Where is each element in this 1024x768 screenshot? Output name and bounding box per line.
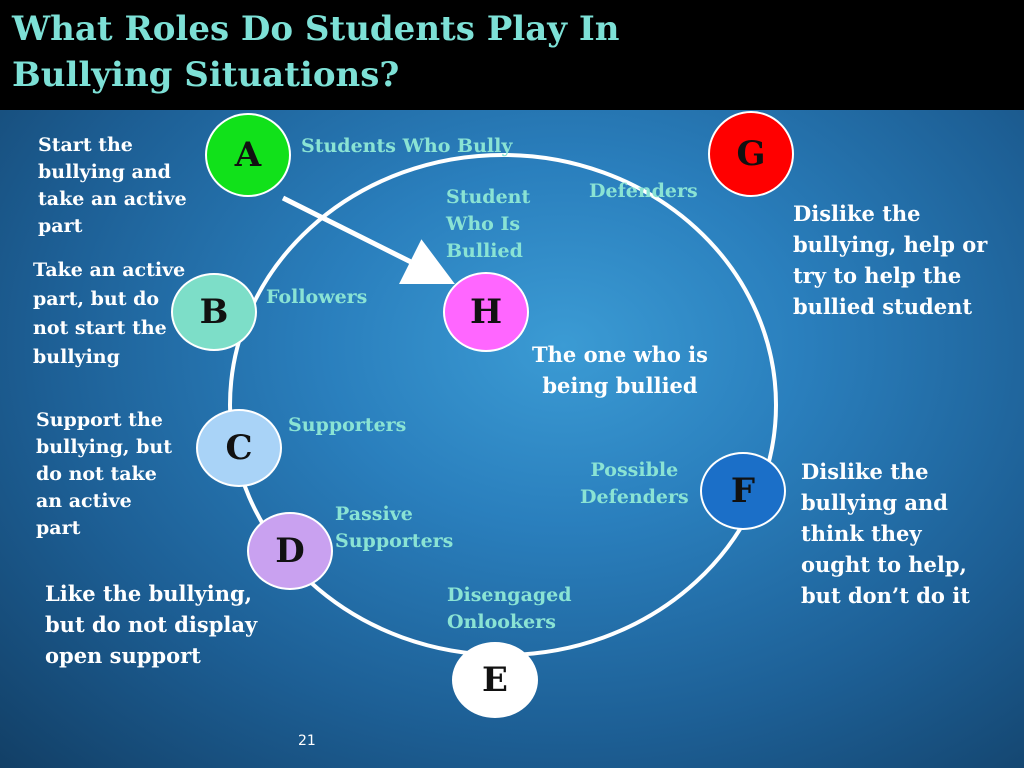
description-g: Dislike the bullying, help or try to hel… — [793, 201, 988, 319]
node-a: A — [205, 113, 291, 197]
node-f: F — [700, 452, 786, 530]
role-label-b: Followers — [266, 286, 368, 308]
bully-to-bullied-arrow — [281, 195, 455, 284]
slide-title: What Roles Do Students Play In Bullying … — [12, 9, 620, 95]
node-d: D — [247, 512, 333, 590]
node-c: C — [196, 409, 282, 487]
node-g: G — [708, 111, 794, 197]
role-label-a: Students Who Bully — [301, 135, 513, 157]
role-label-f: Possible Defenders — [580, 459, 689, 508]
description-a: Start the bullying and take an active pa… — [38, 134, 187, 237]
role-label-g: Defenders — [589, 180, 698, 202]
description-h: The one who is being bullied — [532, 342, 708, 398]
slide-number: 21 — [298, 733, 316, 749]
node-b: B — [171, 273, 257, 351]
role-label-h: Student Who Is Bullied — [446, 186, 531, 262]
description-b: Take an active part, but do not start th… — [33, 259, 186, 368]
description-f: Dislike the bullying and think they ough… — [801, 459, 970, 608]
description-c: Support the bullying, but do not take an… — [36, 409, 172, 539]
role-label-e: Disengaged Onlookers — [447, 584, 572, 633]
node-e: E — [452, 642, 538, 718]
role-label-d: Passive Supporters — [335, 503, 454, 552]
title-bar: What Roles Do Students Play In Bullying … — [0, 0, 1024, 110]
description-d: Like the bullying, but do not display op… — [45, 581, 258, 668]
node-h: H — [443, 272, 529, 352]
role-label-c: Supporters — [288, 414, 407, 436]
